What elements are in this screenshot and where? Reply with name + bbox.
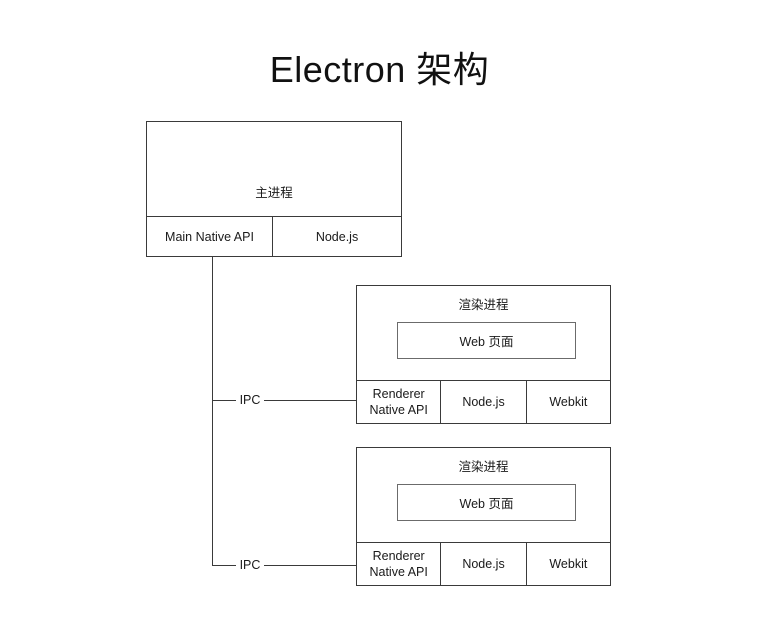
cell-renderer-native-api-2: Renderer Native API — [357, 543, 442, 585]
ipc-connector-1-right-segment — [264, 400, 356, 401]
web-page-box-2: Web 页面 — [397, 484, 576, 521]
cell-renderer-nodejs-1: Node.js — [441, 381, 527, 423]
page-title: Electron 架构 — [269, 49, 490, 90]
ipc-connector-2-left-segment — [212, 565, 236, 566]
cell-main-native-api: Main Native API — [147, 217, 274, 256]
main-process-cell-row: Main Native API Node.js — [146, 216, 402, 257]
cell-renderer-webkit-1: Webkit — [549, 395, 588, 409]
renderer-cell-row-1: Renderer Native API Node.js Webkit — [356, 380, 611, 424]
main-process-box: 主进程 Main Native API Node.js — [146, 121, 402, 257]
renderer-process-title-2: 渲染进程 — [458, 460, 509, 474]
cell-renderer-webkit-2: Webkit — [549, 557, 588, 571]
cell-renderer-native-api-1: Renderer Native API — [357, 381, 442, 423]
renderer-process-box-1: 渲染进程 Web 页面 Renderer Native API Node.js … — [356, 285, 611, 424]
cell-renderer-nodejs-2: Node.js — [441, 543, 527, 585]
ipc-trunk-line — [212, 256, 213, 566]
ipc-label-2: IPC — [239, 558, 261, 572]
renderer-process-box-2: 渲染进程 Web 页面 Renderer Native API Node.js … — [356, 447, 611, 586]
ipc-label-1: IPC — [239, 393, 261, 407]
main-process-title: 主进程 — [255, 186, 293, 200]
ipc-connector-1-left-segment — [212, 400, 236, 401]
ipc-connector-2-right-segment — [264, 565, 356, 566]
web-page-box-1: Web 页面 — [397, 322, 576, 359]
cell-main-nodejs: Node.js — [315, 229, 359, 244]
renderer-cell-row-2: Renderer Native API Node.js Webkit — [356, 542, 611, 586]
renderer-process-title-1: 渲染进程 — [458, 298, 509, 312]
